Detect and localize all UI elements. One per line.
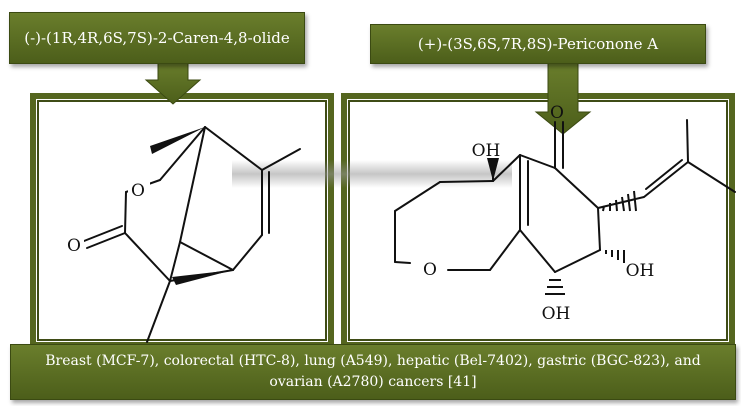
shadow-band <box>232 160 512 188</box>
title-right-box: (+)-(3S,6S,7R,8S)-Periconone A <box>370 24 706 64</box>
right-structure-panel <box>341 93 735 348</box>
left-wedge-bond-bottom <box>172 270 233 285</box>
right-hashed-bond-oh-bottom <box>545 279 565 295</box>
right-hashed-bond-oh-right <box>605 250 625 263</box>
right-molecule <box>394 119 736 273</box>
left-ring-oxygen-label: O <box>131 181 145 201</box>
right-hydroxyl-right-label: OH <box>626 261 655 281</box>
right-panel-inner-border <box>348 100 728 341</box>
caption-text: Breast (MCF-7), colorectal (HTC-8), lung… <box>45 353 701 390</box>
right-ring-oxygen-label: O <box>423 260 437 280</box>
caption-box: Breast (MCF-7), colorectal (HTC-8), lung… <box>10 344 736 400</box>
title-right-text: (+)-(3S,6S,7R,8S)-Periconone A <box>417 35 659 53</box>
left-wedge-bond-top <box>150 127 205 154</box>
right-carbonyl-oxygen-label: O <box>550 103 564 123</box>
title-left-text: (-)-(1R,4R,6S,7S)-2-Caren-4,8-olide <box>24 29 290 47</box>
left-carbonyl-oxygen-label: O <box>67 236 81 256</box>
left-molecule <box>83 126 301 343</box>
title-left-box: (-)-(1R,4R,6S,7S)-2-Caren-4,8-olide <box>9 12 305 64</box>
title-right-arrow <box>534 61 592 135</box>
right-hydroxyl-top-label: OH <box>472 141 501 161</box>
right-hashed-bond-prenyl <box>597 190 645 212</box>
right-wedge-bond-oh-top <box>487 158 499 181</box>
title-left-arrow <box>144 61 202 105</box>
left-panel-inner-border <box>37 100 327 341</box>
right-hydroxyl-bottom-label: OH <box>542 304 571 324</box>
